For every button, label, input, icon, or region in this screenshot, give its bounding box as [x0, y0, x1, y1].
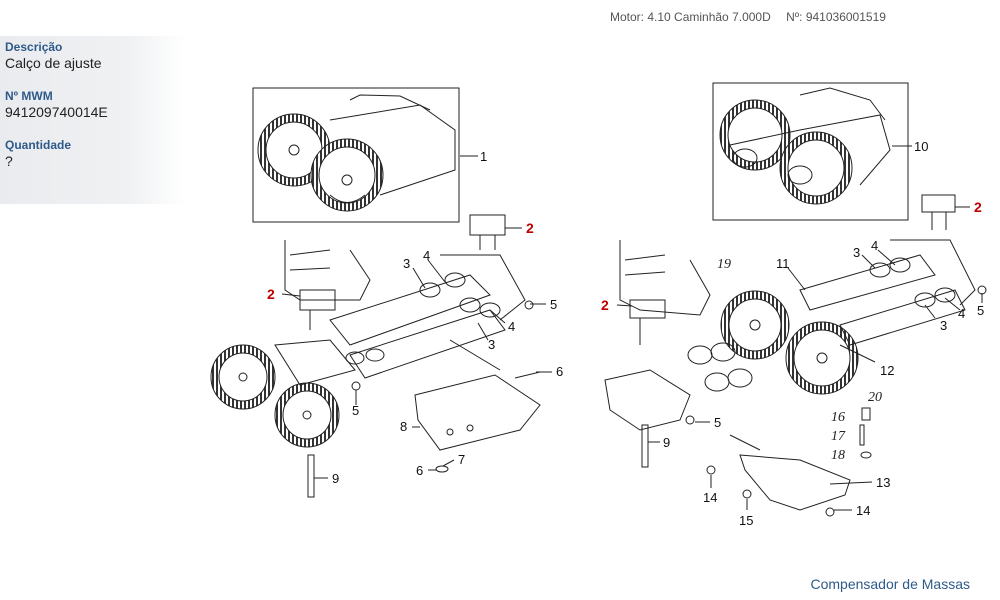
- gear-19: [720, 290, 790, 360]
- gear-assembly-10: [719, 87, 891, 205]
- camshafts-left: [329, 254, 526, 379]
- callout-5-left-a: 5: [550, 297, 557, 312]
- callout-2-top-right: 2: [974, 199, 982, 215]
- callout-14-a: 14: [703, 490, 717, 505]
- motor-label: Motor: 4.10 Caminhão 7.000D: [610, 10, 771, 24]
- callout-19: 19: [717, 257, 731, 272]
- callout-3-left-a: 3: [403, 256, 410, 271]
- small-parts-16-18: [685, 285, 987, 459]
- block-left: [284, 240, 371, 301]
- part-number-label: Nº: 941036001519: [786, 10, 886, 24]
- exploded-parts-diagram: 1 2 2 3 4 5 4 3 6 5 8 7 6 9 10 2 11 19 3…: [210, 82, 987, 528]
- gear-assembly-1: [257, 94, 456, 212]
- callout-4-left-b: 4: [508, 319, 515, 334]
- gear-20: [785, 321, 859, 395]
- callout-6-left-a: 6: [556, 364, 563, 379]
- callout-1: 1: [480, 149, 487, 164]
- callout-4-right-a: 4: [871, 238, 878, 253]
- callout-13: 13: [876, 475, 890, 490]
- callout-14-b: 14: [856, 503, 870, 518]
- callout-16: 16: [831, 410, 845, 425]
- callout-3-left-b: 3: [488, 337, 495, 352]
- mwm-value: 941209740014E: [5, 104, 108, 120]
- part-info-panel: Descrição Calço de ajuste Nº MWM 9412097…: [0, 36, 185, 204]
- callout-5-left-b: 5: [352, 403, 359, 418]
- bolts-left: [307, 300, 541, 498]
- block-right: [619, 240, 711, 316]
- assembly-box-10: [712, 82, 909, 221]
- callout-11: 11: [776, 256, 790, 271]
- callout-12: 12: [880, 363, 894, 378]
- shim-right: [629, 194, 956, 345]
- descricao-value: Calço de ajuste: [5, 55, 102, 71]
- callout-17: 17: [831, 429, 846, 444]
- assembly-box-1: [252, 87, 460, 223]
- camshafts-right: [799, 239, 976, 346]
- callout-4-right-b: 4: [958, 306, 965, 321]
- callout-9-right: 9: [663, 435, 670, 450]
- shim-left: [299, 214, 506, 330]
- mwm-label: Nº MWM: [5, 89, 53, 103]
- callout-7: 7: [458, 452, 465, 467]
- callout-15: 15: [739, 513, 753, 528]
- callout-2-mid-left: 2: [267, 286, 275, 302]
- cover-plate-right: [706, 434, 851, 517]
- gears-left-bottom: [210, 339, 356, 448]
- callout-6-left-b: 6: [416, 463, 423, 478]
- callout-5-right-a: 5: [977, 303, 984, 318]
- descricao-label: Descrição: [5, 40, 63, 54]
- callout-3-right-a: 3: [853, 245, 860, 260]
- page-header: Motor: 4.10 Caminhão 7.000D Nº: 94103600…: [610, 10, 898, 24]
- compensador-de-massas-link[interactable]: Compensador de Massas: [810, 576, 970, 592]
- callout-9-left: 9: [332, 471, 339, 486]
- callout-20: 20: [868, 390, 882, 405]
- callout-8: 8: [400, 419, 407, 434]
- callout-18: 18: [831, 448, 845, 463]
- callout-2-mid-right: 2: [601, 297, 609, 313]
- quantidade-label: Quantidade: [5, 138, 72, 152]
- cover-plate-left: [414, 339, 541, 451]
- callout-5-right-b: 5: [714, 415, 721, 430]
- callout-3-right-b: 3: [940, 318, 947, 333]
- callout-4-left-a: 4: [423, 248, 430, 263]
- housing-right: [604, 342, 753, 468]
- quantidade-value: ?: [5, 153, 13, 169]
- callout-2-top-left: 2: [526, 220, 534, 236]
- callout-10: 10: [914, 139, 928, 154]
